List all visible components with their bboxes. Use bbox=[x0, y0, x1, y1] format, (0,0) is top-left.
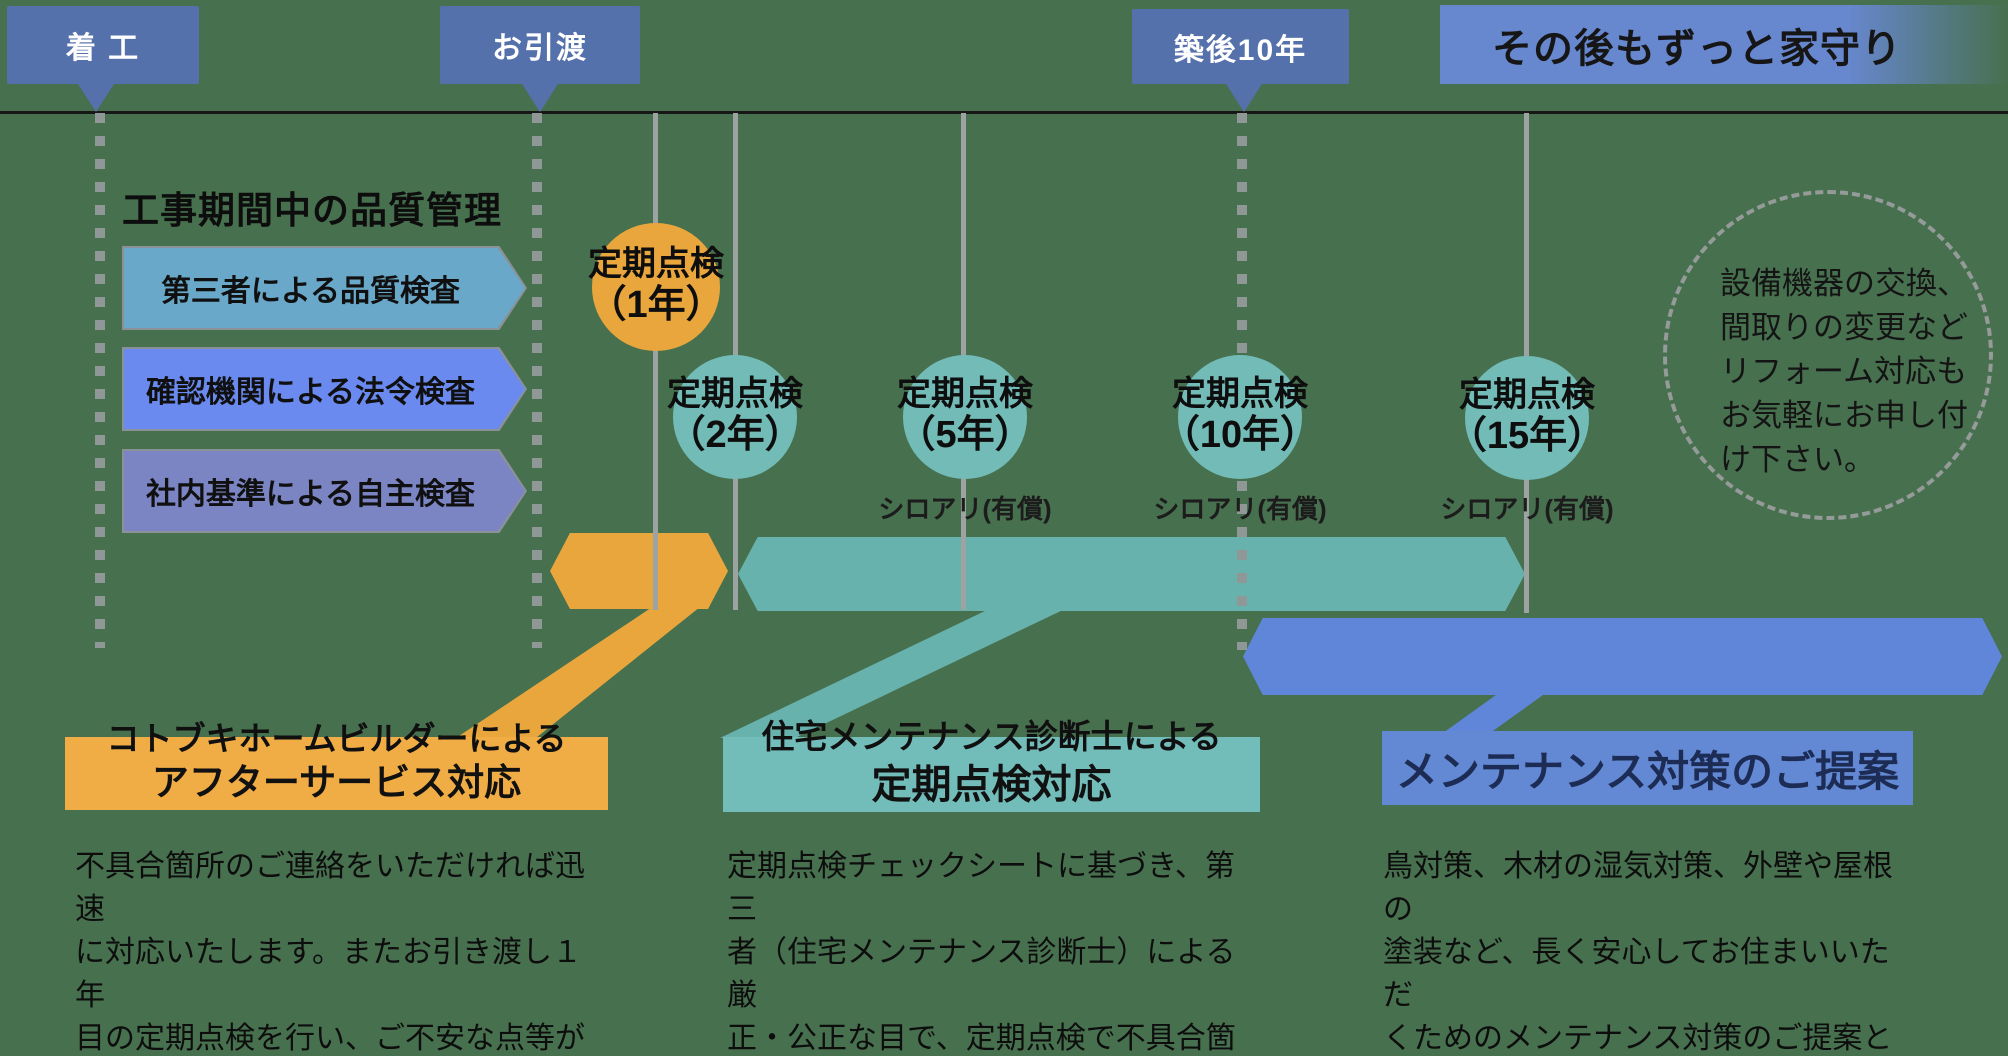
inspection-title: 定期点検 bbox=[897, 375, 1033, 414]
quality-step-legal: 確認機関による法令検査 bbox=[122, 347, 527, 431]
inspection-year: （2年） bbox=[667, 413, 803, 456]
inspection-circle-year-2: 定期点検 （2年） bbox=[667, 355, 803, 479]
speech-tail-icon bbox=[522, 84, 558, 112]
inspection-circle-year-1: 定期点検 （1年） bbox=[588, 223, 724, 351]
forever-care-banner: その後もずっと家守り bbox=[1440, 5, 2008, 84]
quality-step-third-party: 第三者による品質検査 bbox=[122, 246, 527, 330]
quality-section-title: 工事期間中の品質管理 bbox=[122, 190, 502, 231]
milestone-label: 着 工 bbox=[65, 32, 141, 65]
milestone-label: お引渡 bbox=[492, 32, 588, 65]
termite-note-year-10: シロアリ(有償) bbox=[1153, 494, 1327, 524]
inspection-circle-year-15: 定期点検 （15年） bbox=[1449, 356, 1605, 480]
inspection-year: （15年） bbox=[1448, 414, 1606, 457]
inspection-title: 定期点検 bbox=[1459, 376, 1595, 415]
milestone-construction-start: 着 工 bbox=[7, 6, 199, 84]
termite-note-year-15: シロアリ(有償) bbox=[1440, 494, 1614, 524]
timeline-axis bbox=[0, 111, 2008, 114]
milestone-label: 築後10年 bbox=[1173, 33, 1308, 67]
maintenance-proposal-band bbox=[1243, 618, 2002, 695]
inspection-title: 定期点検 bbox=[588, 245, 724, 284]
after-service-line1: コトブキホームビルダーによる bbox=[106, 720, 567, 757]
inspection-year: （1年） bbox=[588, 283, 724, 326]
maintenance-proposal-description: 鳥対策、木材の湿気対策、外壁や屋根の 塗装など、長く安心してお住まいいただ くた… bbox=[1383, 850, 1893, 1055]
after-service-band bbox=[550, 533, 728, 609]
maintenance-proposal-label: メンテナンス対策のご提案 bbox=[1395, 747, 1900, 795]
periodic-inspection-banner bbox=[723, 737, 1260, 812]
reform-note-circle: 設備機器の交換、 間取りの変更など リフォーム対応も お気軽にお申し付 け下さい… bbox=[1663, 190, 1993, 520]
inspection-circle-year-5: 定期点検 （5年） bbox=[897, 355, 1033, 479]
periodic-inspection-line1: 住宅メンテナンス診断士による bbox=[761, 718, 1222, 755]
quality-step-internal: 社内基準による自主検査 bbox=[122, 449, 527, 533]
dropline-handover bbox=[532, 113, 542, 648]
reform-note-text: 設備機器の交換、 間取りの変更など リフォーム対応も お気軽にお申し付 け下さい… bbox=[1720, 266, 1968, 477]
maintenance-proposal-ribbon bbox=[1443, 690, 1550, 733]
speech-tail-icon bbox=[78, 84, 114, 112]
termite-note-year-5: シロアリ(有償) bbox=[878, 494, 1052, 524]
inspection-circle-year-10: 定期点検 （10年） bbox=[1162, 355, 1318, 479]
inspection-year: （5年） bbox=[897, 413, 1033, 456]
periodic-inspection-band bbox=[738, 537, 1525, 611]
maintenance-proposal-banner: メンテナンス対策のご提案 bbox=[1382, 731, 1913, 805]
after-service-line2: アフターサービス対応 bbox=[151, 762, 522, 803]
quality-step-label: 確認機関による法令検査 bbox=[145, 376, 476, 409]
quality-step-label: 社内基準による自主検査 bbox=[145, 478, 476, 511]
quality-step-label: 第三者による品質検査 bbox=[160, 275, 461, 308]
milestone-10-years: 築後10年 bbox=[1132, 9, 1349, 84]
periodic-inspection-description: 定期点検チェックシートに基づき、第三 者（住宅メンテナンス診断士）による厳 正・… bbox=[727, 850, 1236, 1055]
inspection-year: （10年） bbox=[1161, 413, 1319, 456]
after-service-description: 不具合箇所のご連絡をいただければ迅速 に対応いたします。またお引き渡し１年 目の… bbox=[75, 850, 585, 1055]
periodic-inspection-line2: 定期点検対応 bbox=[871, 763, 1112, 807]
dropline-year-1 bbox=[653, 113, 658, 610]
inspection-title: 定期点検 bbox=[1172, 375, 1308, 414]
milestone-handover: お引渡 bbox=[440, 6, 640, 84]
inspection-title: 定期点検 bbox=[667, 375, 803, 414]
speech-tail-icon bbox=[1226, 84, 1262, 112]
dropline-construction-start bbox=[95, 113, 105, 648]
forever-care-label: その後もずっと家守り bbox=[1492, 26, 1902, 71]
after-service-banner bbox=[65, 737, 608, 810]
